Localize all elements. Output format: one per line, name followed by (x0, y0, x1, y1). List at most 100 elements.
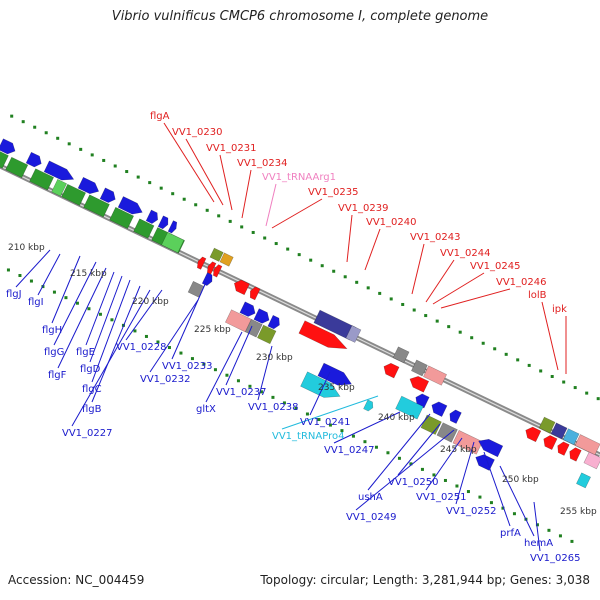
feature-block (219, 252, 234, 267)
feature-block (51, 178, 67, 197)
tick-dot-upper (194, 203, 198, 207)
gene-block (5, 156, 29, 178)
gene-label: VV1_0243 (410, 232, 461, 243)
feature-block (5, 156, 29, 178)
leader-line (163, 122, 215, 203)
leader-line (57, 267, 107, 369)
gene-label: flgJ (6, 289, 22, 300)
scale-label: 245 kbp (440, 445, 477, 455)
gene-arrow (145, 209, 158, 224)
gene-arrow (167, 220, 178, 234)
tick-dot-upper (493, 347, 497, 351)
gene-label: VV1_0249 (346, 512, 397, 523)
gene-arrow (363, 399, 374, 412)
tick-dot-upper (389, 297, 393, 301)
gene-label: VV1_0252 (446, 506, 497, 517)
gene-arrow (478, 438, 504, 458)
tick-dot-upper (240, 225, 244, 229)
leader-line (333, 411, 401, 444)
feature-block (345, 325, 362, 343)
tick-dot-upper (297, 253, 301, 257)
tick-dot-upper (21, 120, 25, 124)
tick-dot-upper (343, 275, 347, 279)
scale-label: 220 kbp (132, 297, 169, 307)
scale-label: 250 kbp (502, 475, 539, 485)
scale-label: 235 kbp (318, 383, 355, 393)
gene-arrow (557, 441, 570, 456)
leader-line (281, 395, 379, 430)
tick-dot-lower (340, 429, 344, 433)
tick-dot-lower (420, 467, 424, 471)
tick-dot-upper (274, 242, 278, 246)
leader-line (91, 285, 141, 403)
tick-dot-upper (332, 269, 336, 273)
tick-dot-upper (412, 308, 416, 312)
leader-line (205, 331, 243, 403)
leader-line (219, 154, 233, 211)
gene-block (219, 252, 234, 267)
gene-label: flgF (48, 370, 67, 381)
leader-line (225, 325, 253, 386)
tick-dot-upper (516, 358, 520, 362)
tick-dot-lower (351, 434, 355, 438)
feature-block (574, 434, 600, 456)
gene-arrow (0, 138, 16, 155)
gene-block (161, 231, 185, 254)
tick-dot-upper (470, 336, 474, 340)
tick-dot-lower (179, 351, 183, 355)
tick-dot-lower (236, 379, 240, 383)
tick-dot-upper (527, 363, 531, 367)
gene-label: flgG (44, 347, 64, 358)
tick-dot-lower (52, 290, 56, 294)
tick-dot-lower (202, 362, 206, 366)
tick-dot-lower (144, 334, 148, 338)
tick-dot-upper (596, 397, 600, 401)
leader-line (265, 183, 277, 227)
gene-arrow (234, 279, 250, 296)
leader-line (355, 429, 455, 511)
tick-dot-lower (328, 423, 332, 427)
tick-dot-upper (182, 197, 186, 201)
tick-dot-upper (366, 286, 370, 290)
gene-label: VV1_0233 (162, 361, 213, 372)
tick-dot-lower (501, 506, 505, 510)
feature-rev (569, 447, 582, 462)
tick-dot-lower (478, 495, 482, 499)
feature-block (0, 150, 9, 169)
tick-dot-lower (213, 368, 217, 372)
tick-dot-upper (320, 264, 324, 268)
gene-block (392, 346, 410, 364)
gene-label: ipk (552, 304, 567, 315)
gene-arrow (525, 426, 542, 443)
tick-dot-upper (67, 142, 71, 146)
tick-dot-lower (489, 501, 493, 505)
feature-block (209, 247, 224, 262)
gene-arrow (267, 314, 280, 330)
tick-dot-lower (18, 274, 22, 278)
leader-line (483, 451, 511, 527)
feature-block (395, 395, 424, 420)
gene-arrow (383, 362, 400, 379)
gene-arrow (415, 393, 430, 409)
tick-dot-upper (504, 352, 508, 356)
feature-block (161, 231, 185, 254)
leader-line (455, 441, 475, 505)
feature-block (29, 168, 54, 191)
gene-label: VV1_0245 (470, 261, 521, 272)
leader-line (397, 423, 441, 476)
leader-line (364, 228, 381, 271)
tick-dot-upper (585, 391, 589, 395)
gene-arrow (77, 176, 100, 195)
gene-arrow (253, 308, 270, 324)
feature-rev (543, 435, 558, 450)
tick-dot-upper (251, 230, 255, 234)
gene-label: VV1_0239 (338, 203, 389, 214)
tick-dot-upper (33, 125, 37, 129)
tick-dot-upper (102, 158, 106, 162)
gene-label: ushA (358, 492, 383, 503)
gene-arrow (157, 215, 169, 230)
gene-block (436, 422, 458, 443)
gene-label: VV1_0227 (62, 428, 113, 439)
gene-block (411, 359, 428, 377)
